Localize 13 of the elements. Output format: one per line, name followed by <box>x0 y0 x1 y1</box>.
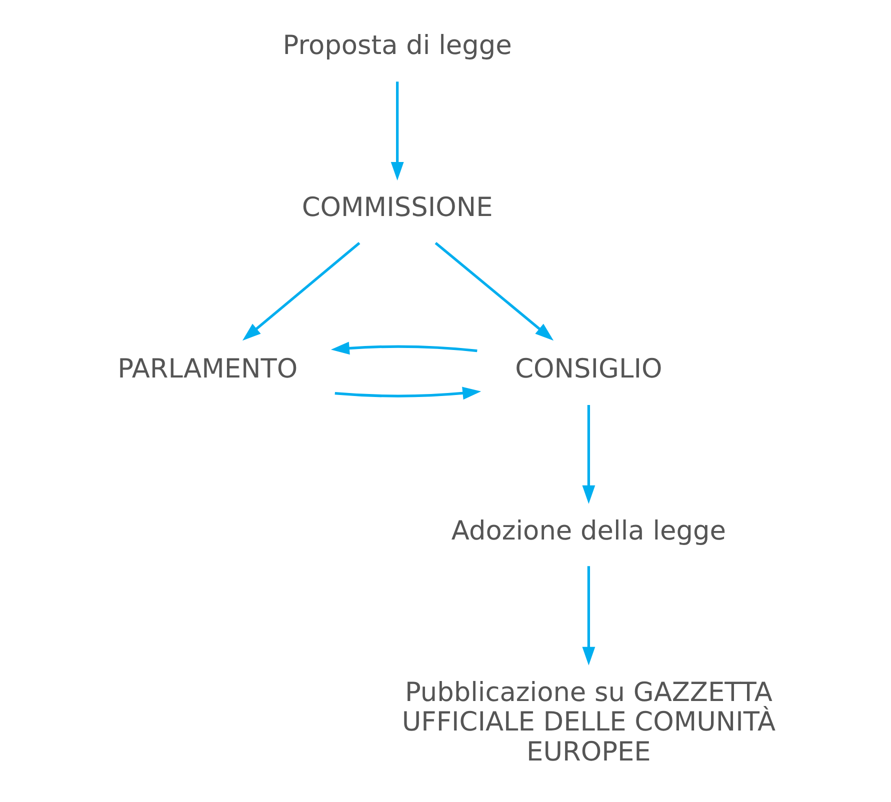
node-text: COMMISSIONE <box>301 192 492 223</box>
node-text: Adozione della legge <box>450 516 726 546</box>
arrow <box>242 242 360 341</box>
arrow <box>334 386 481 400</box>
node-text: Proposta di legge <box>282 31 512 62</box>
arrow <box>582 566 595 666</box>
node-text: PARLAMENTO <box>117 354 298 385</box>
arrow <box>582 405 595 504</box>
arrow <box>434 242 554 341</box>
node-text: CONSIGLIO <box>514 354 662 385</box>
arrow <box>390 82 404 181</box>
arrow <box>330 342 477 355</box>
node-text: Pubblicazione su GAZZETTA UFFICIALE DELLE COMUNITÀ EUROPEE <box>401 678 776 768</box>
